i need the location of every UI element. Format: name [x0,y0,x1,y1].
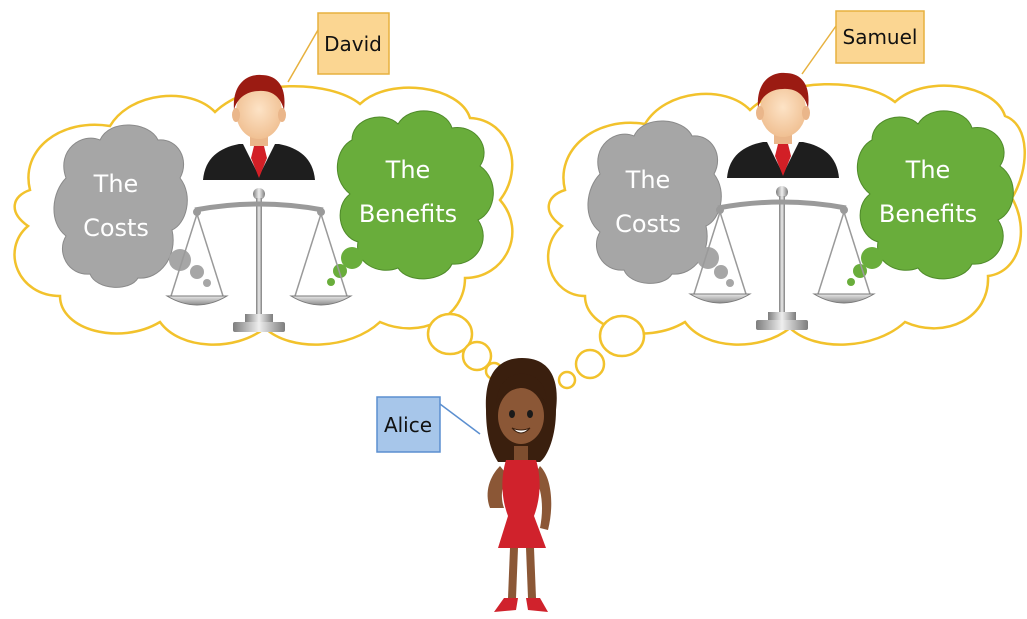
benefits-label-left-line1: The [385,156,431,184]
benefits-cloud-right: The Benefits [856,110,1014,280]
thought-trail-left [426,312,504,381]
benefits-cloud-left: The Benefits [336,110,494,280]
costs-label-left-line2: Costs [83,214,149,242]
thought-trail-right [557,314,646,390]
costs-cloud-right: The Costs [587,120,722,284]
costs-label-left-line1: The [93,170,139,198]
benefits-label-right-line2: Benefits [879,200,977,228]
samuel-callout: Samuel [801,10,925,75]
costs-bubbles-left [169,249,211,287]
alice-name-label: Alice [384,413,432,437]
benefits-bubbles-left [327,247,363,286]
costs-cloud-left: The Costs [53,124,188,288]
benefits-label-left-line2: Benefits [359,200,457,228]
samuel-name-label: Samuel [843,25,918,49]
benefits-label-right-line1: The [905,156,951,184]
costs-label-right-line1: The [625,166,671,194]
costs-bubbles-right [697,247,734,287]
woman-avatar-icon [485,358,557,612]
david-name-label: David [324,32,382,56]
david-callout: David [287,12,390,83]
alice-callout: Alice [376,396,481,453]
costs-label-right-line2: Costs [615,210,681,238]
